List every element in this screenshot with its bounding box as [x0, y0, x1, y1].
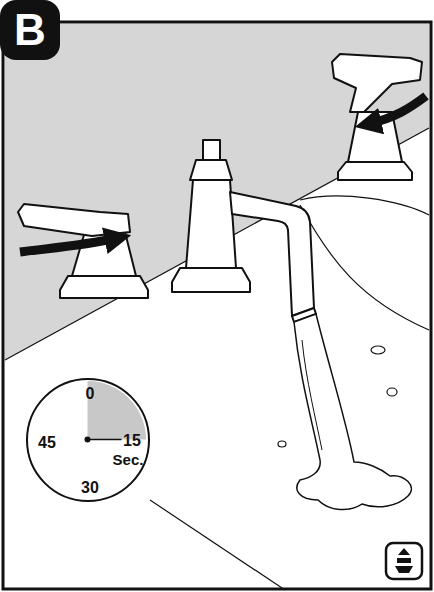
dial-number: 0 — [86, 386, 95, 402]
turn-arrow — [20, 238, 118, 252]
timer-dial: 0 15Sec. 45 30 — [26, 378, 150, 502]
right-handle — [332, 54, 422, 180]
basin-edge — [300, 196, 429, 215]
spout — [172, 140, 316, 322]
step-badge: B — [0, 0, 60, 60]
water-stream — [294, 314, 411, 510]
water-drop — [387, 388, 397, 396]
frame — [3, 22, 431, 589]
dial-number: Sec. — [113, 452, 144, 467]
counter-line — [150, 500, 285, 590]
dial-number: 30 — [81, 480, 99, 496]
basin-edge — [300, 205, 429, 330]
step-letter: B — [14, 8, 46, 52]
water-drop — [371, 346, 385, 354]
timer-hand — [88, 439, 122, 441]
water-stream — [302, 340, 322, 450]
elapsed-wedge — [88, 381, 147, 440]
left-handle — [18, 204, 148, 298]
rinse-icon — [386, 543, 422, 579]
timer-pivot — [85, 437, 91, 443]
dial-number: 45 — [38, 435, 56, 451]
water-drop — [278, 441, 286, 447]
turn-arrow — [368, 96, 426, 124]
dial-number: 15 — [123, 433, 141, 449]
wall — [5, 24, 429, 360]
